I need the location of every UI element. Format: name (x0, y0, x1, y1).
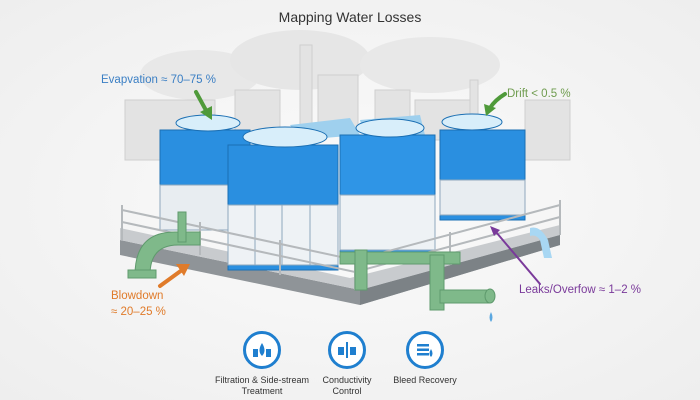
drift-label: Drift < 0.5 % (507, 88, 571, 100)
page-title: Mapping Water Losses (278, 9, 422, 25)
feature-conductivity-line2: Control (332, 386, 362, 396)
blowdown-label: Blowdown (111, 290, 164, 302)
filtration-icon (243, 331, 281, 369)
blowdown-value: ≈ 20–25 % (111, 306, 166, 318)
conductivity-icon (328, 331, 366, 369)
overflow-spill (530, 227, 552, 258)
annotation-arrows (158, 90, 541, 288)
feature-filtration-line2: Treatment (241, 386, 283, 396)
platform (120, 225, 560, 305)
feature-bleed-recovery-line1: Bleed Recovery (393, 375, 457, 385)
pipes (127, 211, 496, 311)
bleed-recovery-icon (406, 331, 444, 369)
evaporation-label: Evapvation ≈ 70–75 % (101, 74, 216, 86)
water-drip (489, 312, 493, 322)
cooling-towers (159, 113, 526, 271)
feature-bleed-recovery: Bleed Recovery (370, 331, 480, 386)
feature-conductivity-line1: Conductivity (322, 375, 372, 385)
leaks-label: Leaks/Overfow ≈ 1–2 % (519, 284, 642, 296)
feature-filtration-line1: Filtration & Side-stream (214, 375, 310, 385)
